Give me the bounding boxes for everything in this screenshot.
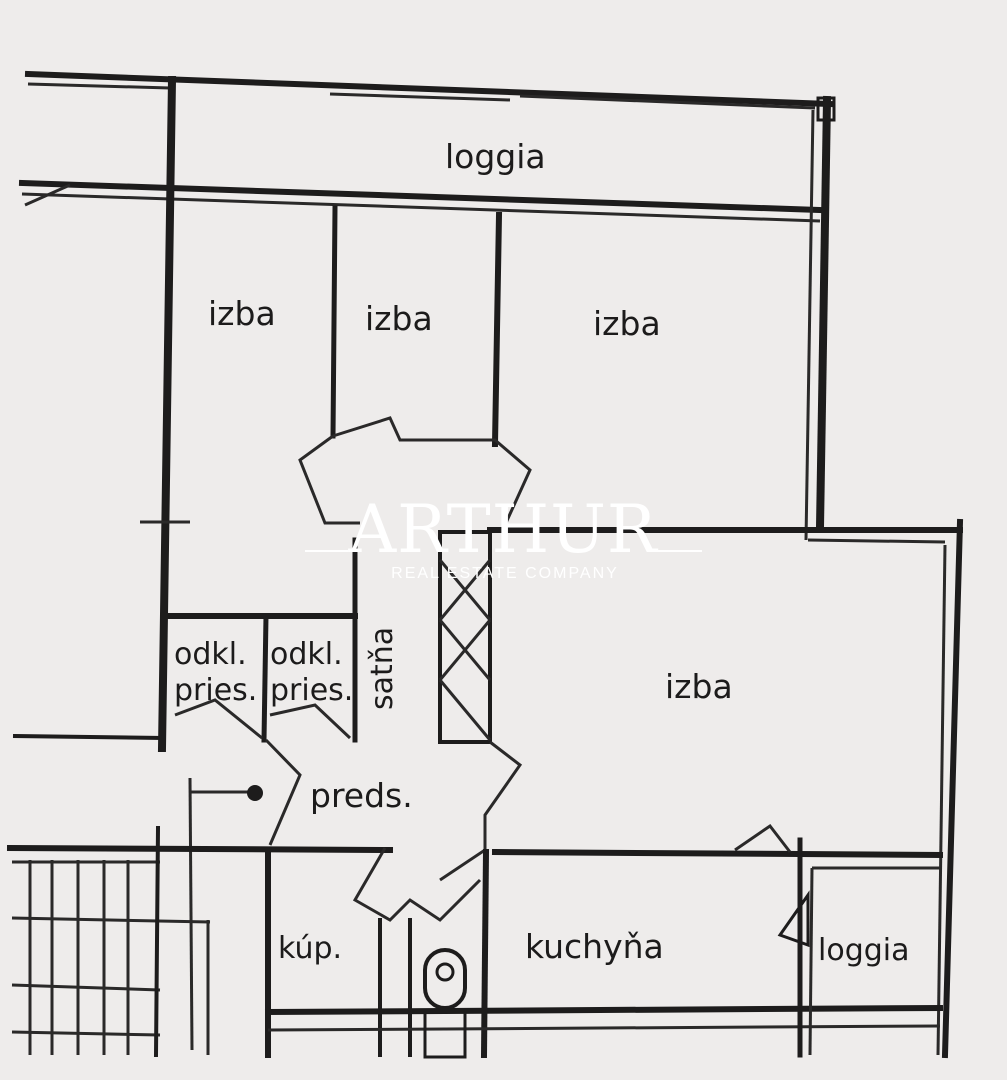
large-room-walls (491, 518, 964, 1059)
room-1-label: izba (208, 294, 276, 333)
loggia-top-walls (18, 70, 836, 541)
bathroom-label: kúp. (278, 931, 342, 966)
staircase (11, 825, 211, 1058)
storage-2-label-line-1: odkl. (270, 637, 343, 672)
storage-1-label-line-2: pries. (174, 673, 257, 708)
room-large-label: izba (665, 667, 733, 706)
toilet-icon (423, 948, 467, 1010)
loggia-top-label: loggia (445, 137, 546, 176)
lower-room-walls (6, 837, 944, 1059)
storage-2-label-line-2: pries. (270, 673, 353, 708)
storage-1-label-line-1: odkl. (174, 637, 247, 672)
room-3-label: izba (593, 304, 661, 343)
loggia-small-label: loggia (818, 933, 910, 968)
storage-walls (167, 530, 492, 744)
door-knob-icon (247, 785, 263, 801)
upper-room-walls (140, 75, 963, 753)
watermark-subtitle: REAL ESTATE COMPANY (391, 565, 619, 582)
watermark: ARTHUR REAL ESTATE COMPANY (305, 491, 702, 582)
kitchen-label: kuchyňa (525, 927, 664, 966)
room-2-label: izba (365, 299, 433, 338)
hall-label: preds. (310, 776, 413, 815)
watermark-title: ARTHUR (347, 491, 658, 568)
hall-walls (12, 733, 523, 1051)
wardrobe-label: satňa (365, 627, 400, 710)
